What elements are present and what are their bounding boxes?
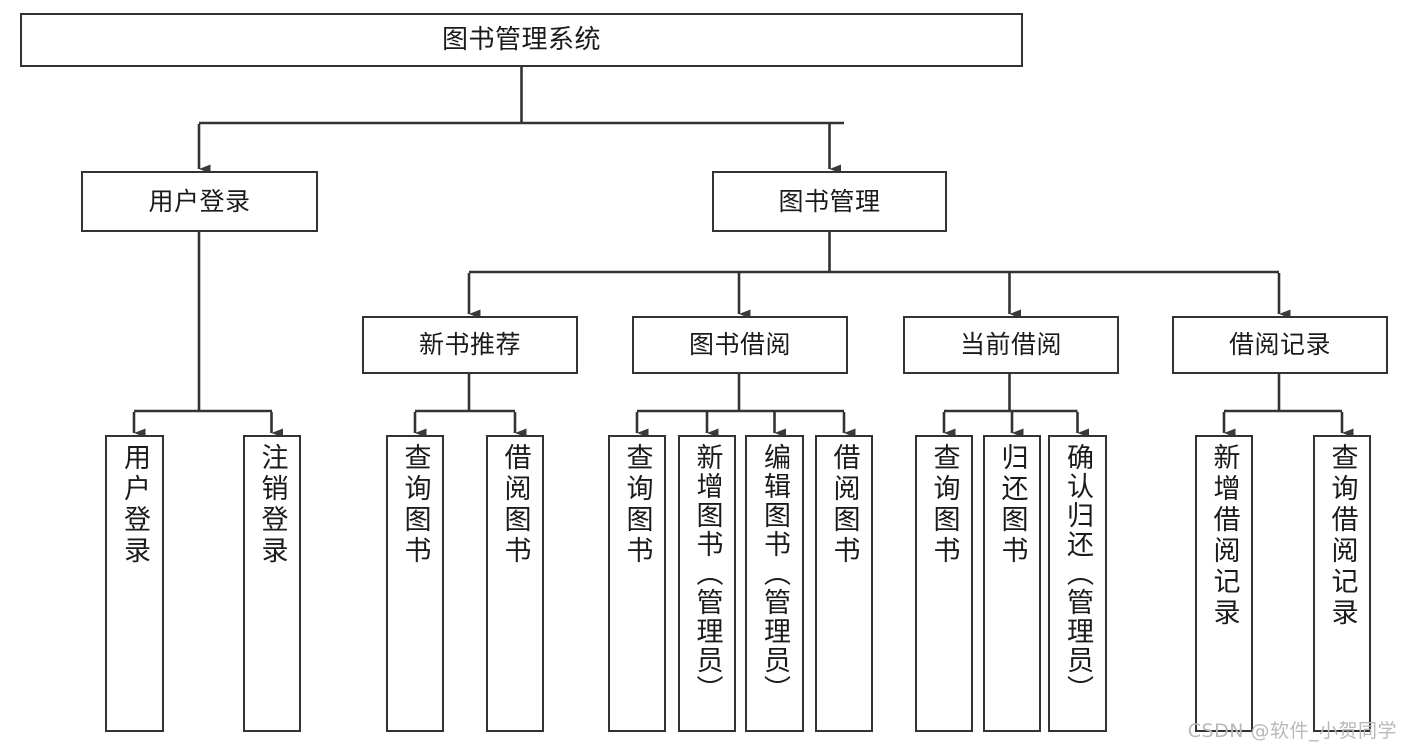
leaf-query-book-new-rec[interactable]: 查询图书: [386, 435, 444, 732]
leaf-user-logout[interactable]: 注销登录: [243, 435, 301, 732]
node-label: 查询图书: [621, 443, 653, 567]
leaf-confirm-return-admin[interactable]: 确认归还（管理员）: [1048, 435, 1107, 732]
node-label: 查询图书: [399, 443, 431, 567]
leaf-borrow-book[interactable]: 借阅图书: [815, 435, 873, 732]
node-new-book-recommend[interactable]: 新书推荐: [362, 316, 578, 374]
leaf-user-login[interactable]: 用户登录: [105, 435, 164, 732]
csdn-watermark: CSDN @软件_小贺同学: [1187, 720, 1397, 742]
leaf-add-borrow-record[interactable]: 新增借阅记录: [1195, 435, 1253, 732]
node-label: 查询图书: [928, 443, 960, 567]
node-label: 借阅图书: [828, 443, 860, 567]
node-label: 查询借阅记录: [1326, 443, 1358, 629]
leaf-return-book[interactable]: 归还图书: [983, 435, 1041, 732]
node-label: 确认归还（管理员）: [1062, 443, 1093, 704]
node-label: 图书借阅: [688, 330, 791, 360]
node-current-borrow[interactable]: 当前借阅: [903, 316, 1119, 374]
node-label: 编辑图书（管理员）: [759, 443, 790, 704]
node-label: 用户登录: [119, 443, 150, 567]
leaf-edit-book-admin[interactable]: 编辑图书（管理员）: [745, 435, 804, 732]
leaf-query-book-borrow[interactable]: 查询图书: [608, 435, 666, 732]
node-label: 注销登录: [256, 443, 288, 567]
node-user-login[interactable]: 用户登录: [81, 171, 318, 232]
leaf-borrow-book-new-rec[interactable]: 借阅图书: [486, 435, 544, 732]
node-label: 用户登录: [148, 186, 251, 216]
node-borrow-record[interactable]: 借阅记录: [1172, 316, 1388, 374]
node-label: 归还图书: [996, 443, 1028, 567]
leaf-query-borrow-record[interactable]: 查询借阅记录: [1313, 435, 1371, 732]
leaf-add-book-admin[interactable]: 新增图书（管理员）: [678, 435, 736, 732]
node-label: 图书管理系统: [441, 24, 601, 55]
leaf-query-book-current[interactable]: 查询图书: [915, 435, 973, 732]
node-book-borrow[interactable]: 图书借阅: [632, 316, 848, 374]
node-label: 图书管理: [778, 186, 881, 216]
node-label: 新增图书（管理员）: [691, 443, 723, 704]
node-label: 借阅图书: [499, 443, 531, 567]
node-label: 新增借阅记录: [1208, 443, 1240, 629]
node-label: 当前借阅: [959, 330, 1062, 360]
node-label: 新书推荐: [418, 330, 521, 360]
node-label: 借阅记录: [1228, 330, 1331, 360]
node-root-book-management-system[interactable]: 图书管理系统: [20, 13, 1023, 67]
node-book-manage[interactable]: 图书管理: [712, 171, 947, 232]
